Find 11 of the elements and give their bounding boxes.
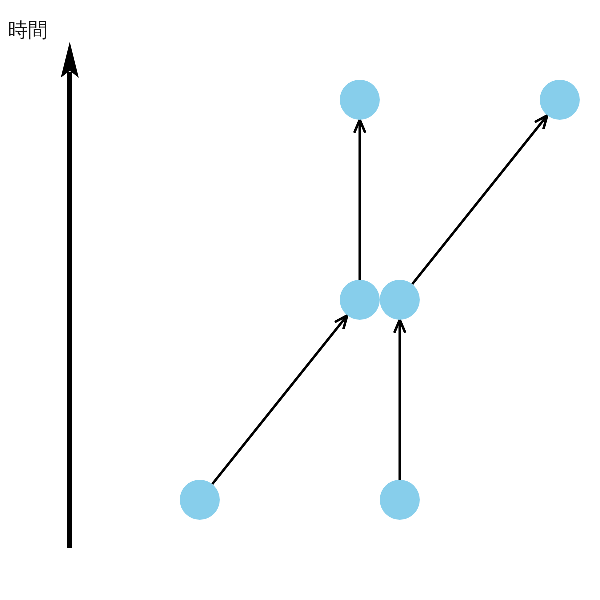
arrow (353, 118, 367, 280)
circle (340, 280, 380, 320)
circle (380, 480, 420, 520)
arrow (412, 114, 549, 286)
circle (540, 80, 580, 120)
circle (380, 280, 420, 320)
axis-label: 時間 (8, 18, 48, 42)
arrow (393, 318, 407, 480)
arrow (212, 314, 349, 486)
circle (340, 80, 380, 120)
circle (180, 480, 220, 520)
